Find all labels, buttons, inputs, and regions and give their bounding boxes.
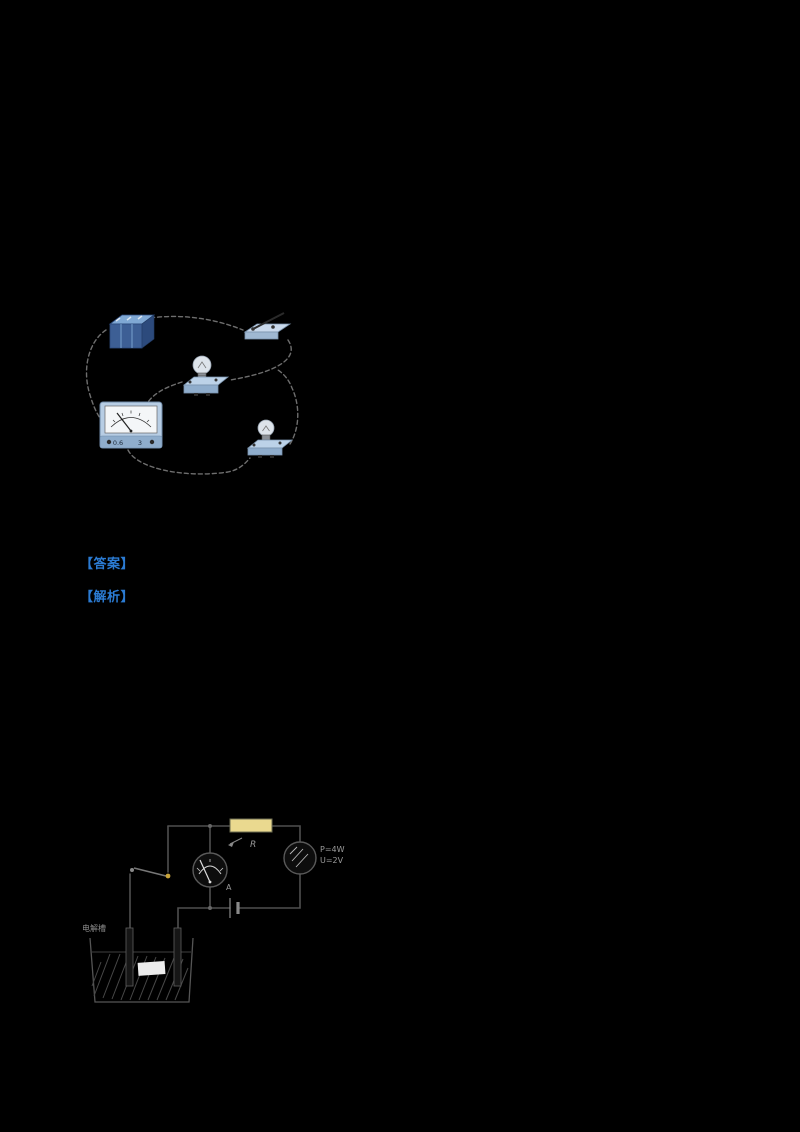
answer-link[interactable]: 【答案】 [80,557,135,572]
switch-terminal [165,873,171,879]
ammeter-range-low: 0.6 [113,439,123,447]
electrode-left [125,927,134,987]
electrode-right [173,927,182,987]
experiment-circuit-figure: 0.6 3 [78,300,318,490]
cell-white-patch [137,961,166,976]
schematic-circuit-figure: R A [80,790,370,1020]
circuit-wires [129,825,301,931]
motor-annotation-line2: U=2V [320,856,344,865]
ammeter-range-high: 3 [138,439,142,447]
bulb-2 [246,419,294,458]
analysis-link[interactable]: 【解析】 [80,590,135,605]
galvanometer: A [192,852,232,892]
motor [283,841,317,875]
junction-dot [208,824,212,828]
resistor-body [229,818,273,833]
bulb-1 [182,355,230,396]
circuit-switch [130,867,171,879]
galvanometer-label: A [226,883,232,892]
battery-symbol [229,898,240,918]
knife-switch [243,312,292,340]
resistor-label: R [250,840,256,850]
resistor: R [228,818,273,850]
dashed-wires [85,315,299,475]
junction-dot [208,906,212,910]
experiment-circuit-svg: 0.6 3 [85,312,299,475]
motor-annotation-line1: P=4W [320,845,345,854]
schematic-circuit-svg: R A [82,818,345,1003]
electrolytic-cell: 电解槽 [82,923,194,1003]
battery-pack [108,314,156,349]
ammeter: 0.6 3 [99,401,163,449]
cell-label: 电解槽 [82,923,106,933]
